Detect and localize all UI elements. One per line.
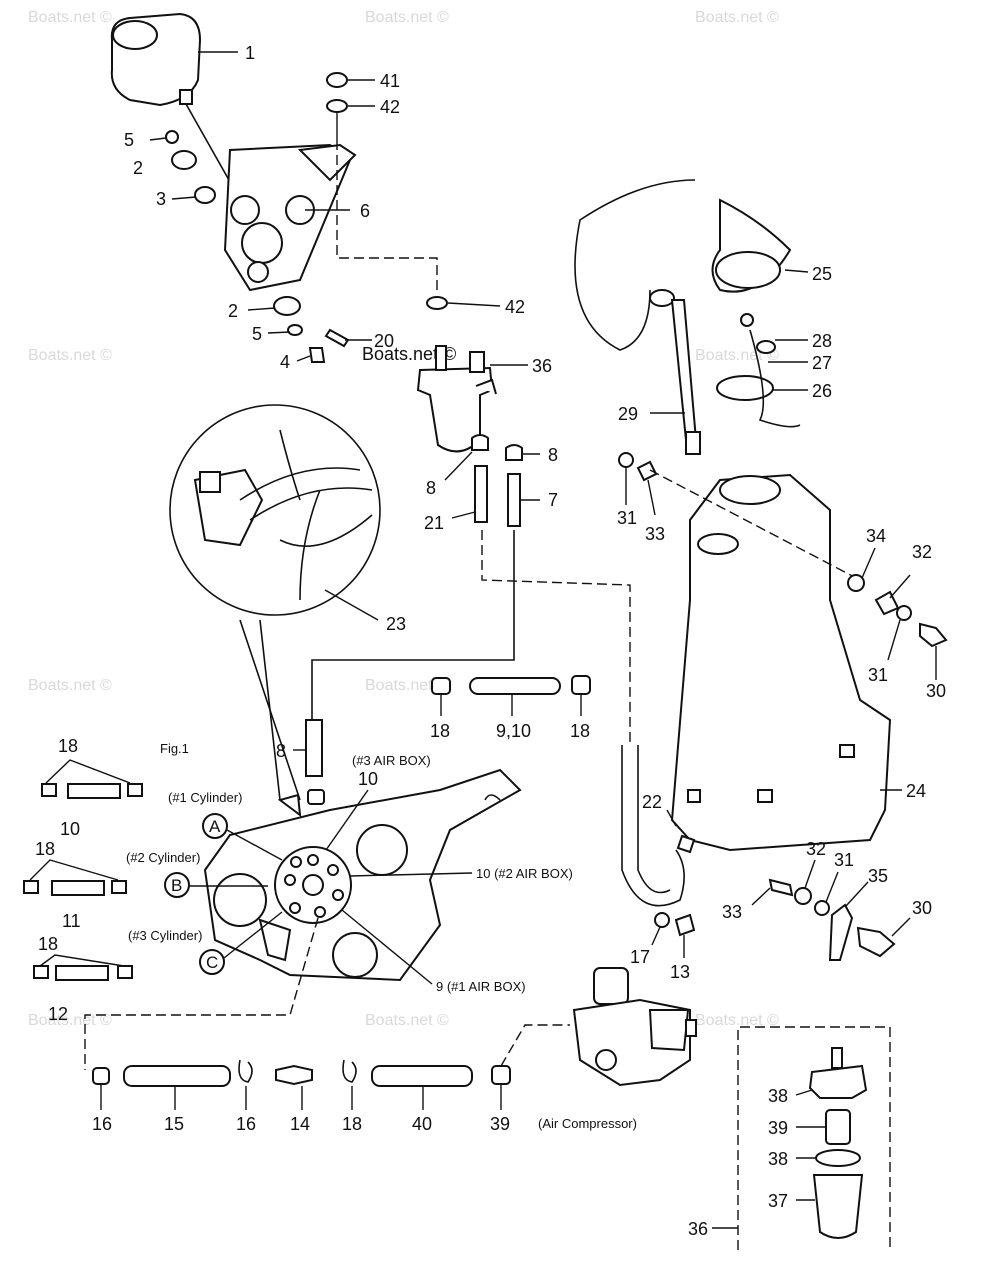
callout-18d: 18 xyxy=(35,839,55,859)
caption-cyl2: (#2 Cylinder) xyxy=(126,850,200,865)
callout-10b: 10 xyxy=(358,769,378,789)
callout-18c: 18 xyxy=(58,736,78,756)
figure-label: Fig.1 xyxy=(160,741,189,756)
callout-1: 1 xyxy=(245,43,255,63)
callout-8a: 8 xyxy=(548,445,558,465)
callout-8c: 8 xyxy=(276,741,286,761)
callout-11: 11 xyxy=(62,911,81,931)
callout-2b: 2 xyxy=(228,301,238,321)
callout-33a: 33 xyxy=(645,524,665,544)
fig1-legend: Fig.1 18 10 18 11 18 12 xyxy=(23,736,189,1024)
oil-pump-assembly xyxy=(110,12,448,363)
callout-18f: 39 xyxy=(490,1114,510,1134)
callout-30b: 30 xyxy=(912,898,932,918)
callout-18b: 18 xyxy=(570,721,590,741)
caption-airbox2: 10 (#2 AIR BOX) xyxy=(476,866,573,881)
callout-13: 15 xyxy=(164,1114,184,1134)
watermark: Boats.net © xyxy=(695,1012,779,1029)
callout-38: 38 xyxy=(768,1149,788,1169)
callout-9-10: 9,10 xyxy=(496,721,531,741)
port-c-letter: C xyxy=(206,953,218,972)
caption-airbox1: 9 (#1 AIR BOX) xyxy=(436,979,526,994)
callout-12: 12 xyxy=(48,1004,68,1024)
callout-2: 2 xyxy=(133,158,143,178)
callout-31c: 31 xyxy=(834,850,854,870)
callout-29: 29 xyxy=(618,404,638,424)
caption-airbox3: (#3 AIR BOX) xyxy=(352,753,431,768)
watermark: Boats.net © xyxy=(28,1012,112,1029)
callout-4: 4 xyxy=(280,352,290,372)
air-compressor: (Air Compressor) xyxy=(538,967,697,1131)
callout-18a: 18 xyxy=(430,721,450,741)
callout-34a: 34 xyxy=(866,526,886,546)
caption-compressor: (Air Compressor) xyxy=(538,1116,637,1131)
air-box-plate: (#1 Cylinder) (#2 Cylinder) (#3 Cylinder… xyxy=(84,753,573,1070)
callout-26: 26 xyxy=(812,381,832,401)
watermark: Boats.net © xyxy=(695,9,779,26)
callout-20: 20 xyxy=(374,331,394,351)
callout-33b: 13 xyxy=(670,962,690,982)
callout-18e: 18 xyxy=(38,934,58,954)
watermark-overlay: Boats.net © xyxy=(362,344,456,364)
filter-36: 36 8 8 7 21 xyxy=(311,345,631,745)
callout-5: 5 xyxy=(124,130,134,150)
callout-17: 16 xyxy=(92,1114,112,1134)
callout-16a: 16 xyxy=(236,1114,256,1134)
callout-42: 42 xyxy=(380,97,400,117)
callout-36b: 36 xyxy=(688,1219,708,1239)
callout-31b: 31 xyxy=(868,665,888,685)
callout-34b: 33 xyxy=(722,902,742,922)
callouts-pump: 1 5 2 3 6 41 42 42 2 5 20 4 xyxy=(124,43,525,372)
callout-10a: 10 xyxy=(60,819,80,839)
callout-42b: 42 xyxy=(505,297,525,317)
callout-16b: 18 xyxy=(342,1114,362,1134)
callout-22: 22 xyxy=(642,792,662,812)
callout-24: 24 xyxy=(906,781,926,801)
callout-14: 40 xyxy=(412,1114,432,1134)
port-a-letter: A xyxy=(209,817,221,836)
watermark: Boats.net © xyxy=(365,9,449,26)
watermark: Boats.net © xyxy=(28,347,112,364)
callout-3: 3 xyxy=(156,189,166,209)
callout-31a: 31 xyxy=(617,508,637,528)
detail-circle-23: 23 xyxy=(169,404,406,818)
watermark: Boats.net © xyxy=(28,9,112,26)
callout-23: 23 xyxy=(386,614,406,634)
callout-41: 41 xyxy=(380,71,400,91)
callout-25: 25 xyxy=(812,264,832,284)
callout-40: 38 xyxy=(768,1086,788,1106)
oil-tank: 25 28 27 26 29 24 31 33 34 xyxy=(574,179,948,982)
callout-37: 37 xyxy=(768,1191,788,1211)
callout-6: 6 xyxy=(360,201,370,221)
callout-36: 36 xyxy=(532,356,552,376)
port-b-letter: B xyxy=(171,876,182,895)
callout-35: 35 xyxy=(868,866,888,886)
callout-27: 27 xyxy=(812,353,832,373)
callout-31d: 17 xyxy=(630,947,650,967)
callout-8b: 8 xyxy=(426,478,436,498)
caption-cyl1: (#1 Cylinder) xyxy=(168,790,242,805)
callout-32a: 32 xyxy=(912,542,932,562)
bottom-hose-row: 16 15 16 14 18 40 39 xyxy=(92,1024,570,1134)
watermark: Boats.net © xyxy=(365,677,449,694)
callout-21: 21 xyxy=(424,513,444,533)
callout-39: 39 xyxy=(768,1118,788,1138)
callout-32b: 32 xyxy=(806,839,826,859)
caption-cyl3: (#3 Cylinder) xyxy=(128,928,202,943)
callout-15: 14 xyxy=(290,1114,310,1134)
watermark: Boats.net © xyxy=(28,677,112,694)
watermark: Boats.net © xyxy=(365,1012,449,1029)
filter-detail-box: 36 38 39 38 37 xyxy=(688,1026,891,1250)
callout-28: 28 xyxy=(812,331,832,351)
callout-30a: 30 xyxy=(926,681,946,701)
callout-7: 7 xyxy=(548,490,558,510)
hose-9-10: 18 9,10 18 8 xyxy=(276,675,591,805)
callout-5b: 5 xyxy=(252,324,262,344)
